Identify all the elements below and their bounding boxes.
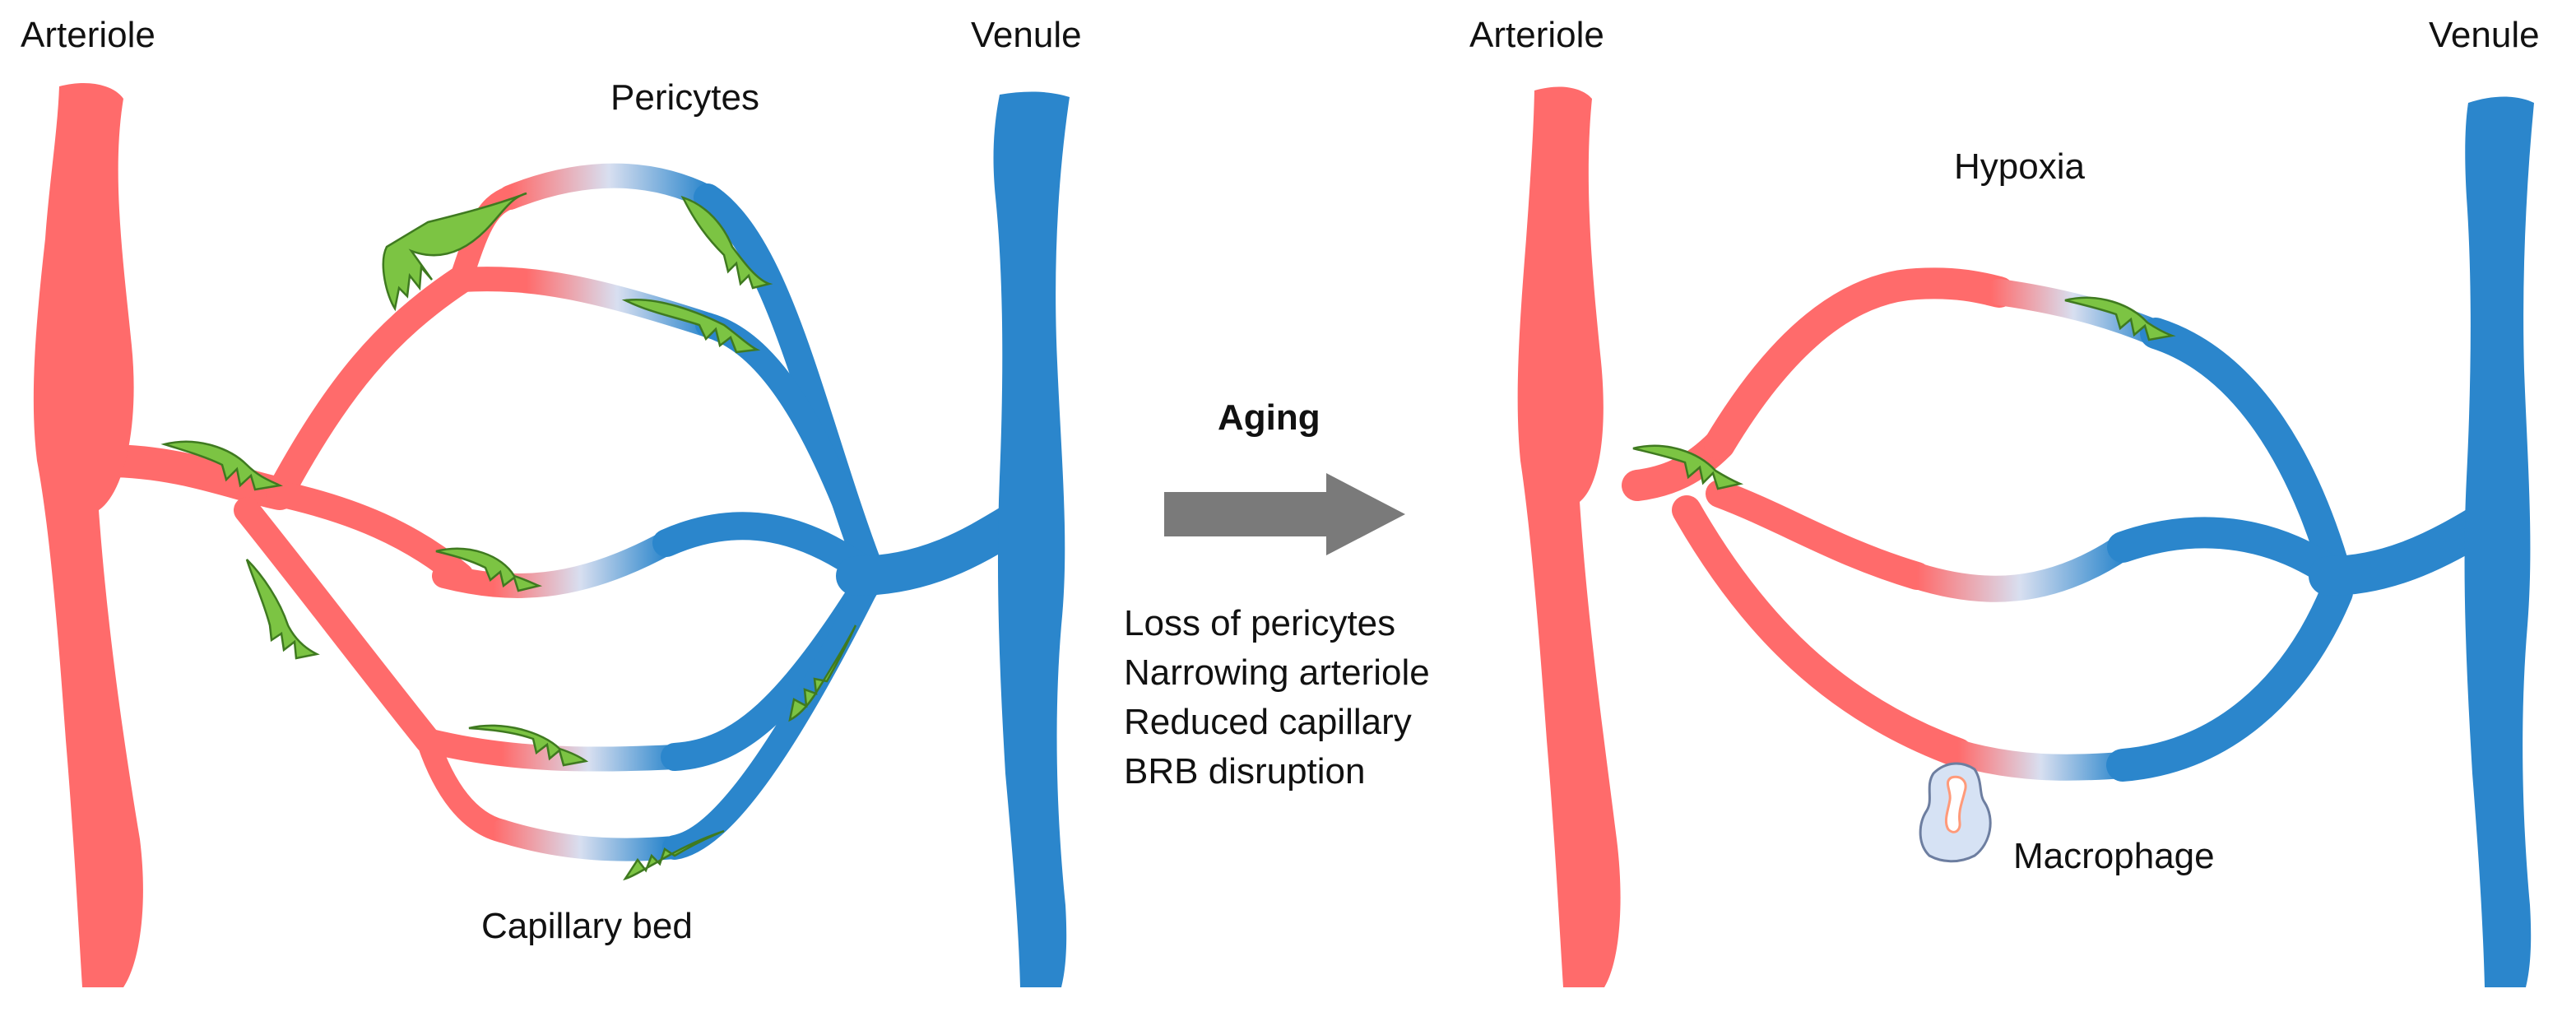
aging-effect-item: Reduced capillary bbox=[1124, 702, 1412, 742]
capillary-segment bbox=[1704, 267, 2015, 460]
capillary-segment bbox=[836, 499, 1040, 596]
pericyte-cell bbox=[382, 192, 527, 312]
capillary-segment bbox=[234, 497, 441, 754]
capillary-segment bbox=[2106, 576, 2353, 782]
pericyte-cell bbox=[2064, 296, 2176, 341]
pericyte-cell bbox=[788, 624, 857, 722]
pericyte-cell bbox=[435, 547, 543, 592]
pericyte-cell bbox=[468, 724, 589, 767]
right-arteriole-label: Arteriole bbox=[1469, 15, 1604, 55]
left-arteriole-label: Arteriole bbox=[21, 15, 155, 55]
arteriole-vessel bbox=[1517, 86, 1621, 987]
hypoxia-label: Hypoxia bbox=[1954, 146, 2085, 187]
aging-effect-item: Narrowing arteriole bbox=[1124, 652, 1430, 693]
macrophage-cell bbox=[1919, 762, 1992, 863]
capillary-middle bbox=[432, 531, 679, 598]
capillary-right-bottom bbox=[1945, 740, 2136, 781]
capillary-bottom bbox=[490, 819, 686, 861]
pericyte-cell bbox=[245, 559, 320, 660]
capillary-segment bbox=[91, 444, 296, 510]
capillary-upper bbox=[448, 267, 720, 337]
aging-label: Aging bbox=[1218, 397, 1320, 438]
pericyte-cell bbox=[680, 195, 773, 290]
aging-effect-item: BRB disruption bbox=[1124, 751, 1366, 791]
aging-arrow bbox=[1164, 473, 1405, 555]
venule-vessel bbox=[993, 91, 1070, 987]
capillary-segment bbox=[1672, 495, 1973, 768]
pericyte-cell bbox=[160, 440, 283, 491]
capillary-segment bbox=[267, 480, 474, 589]
capillary-segment bbox=[266, 266, 475, 508]
aging-effects-list: Loss of pericytes Narrowing arteriole Re… bbox=[1124, 599, 1430, 796]
pericytes-label: Pericytes bbox=[610, 77, 759, 118]
macrophage-label: Macrophage bbox=[2013, 836, 2215, 876]
capillary-top bbox=[498, 163, 720, 210]
right-venule-label: Venule bbox=[2429, 15, 2540, 55]
pericyte-cell bbox=[1632, 444, 1744, 490]
capillary-bed-label: Capillary bed bbox=[481, 906, 693, 946]
aging-transition: Aging bbox=[1164, 397, 1405, 555]
capillary-segment bbox=[1706, 480, 1931, 590]
capillary-segment bbox=[2140, 318, 2352, 592]
capillary-segment bbox=[2309, 507, 2496, 596]
capillary-segment bbox=[662, 564, 884, 860]
arteriole-vessel bbox=[33, 82, 143, 987]
pericyte-cell bbox=[621, 299, 761, 354]
right-panel: Arteriole Venule Hypoxia Macrophage bbox=[1469, 15, 2540, 987]
capillary-segment bbox=[2107, 517, 2352, 592]
aging-effect-item: Loss of pericytes bbox=[1124, 603, 1396, 643]
left-panel: Arteriole Venule Pericytes Capillary bed bbox=[21, 15, 1082, 987]
capillary-segment bbox=[416, 729, 513, 843]
venule-vessel bbox=[2464, 96, 2534, 987]
left-venule-label: Venule bbox=[971, 15, 1082, 55]
pericyte-cell bbox=[623, 829, 725, 881]
capillary-right-middle bbox=[1904, 534, 2136, 602]
